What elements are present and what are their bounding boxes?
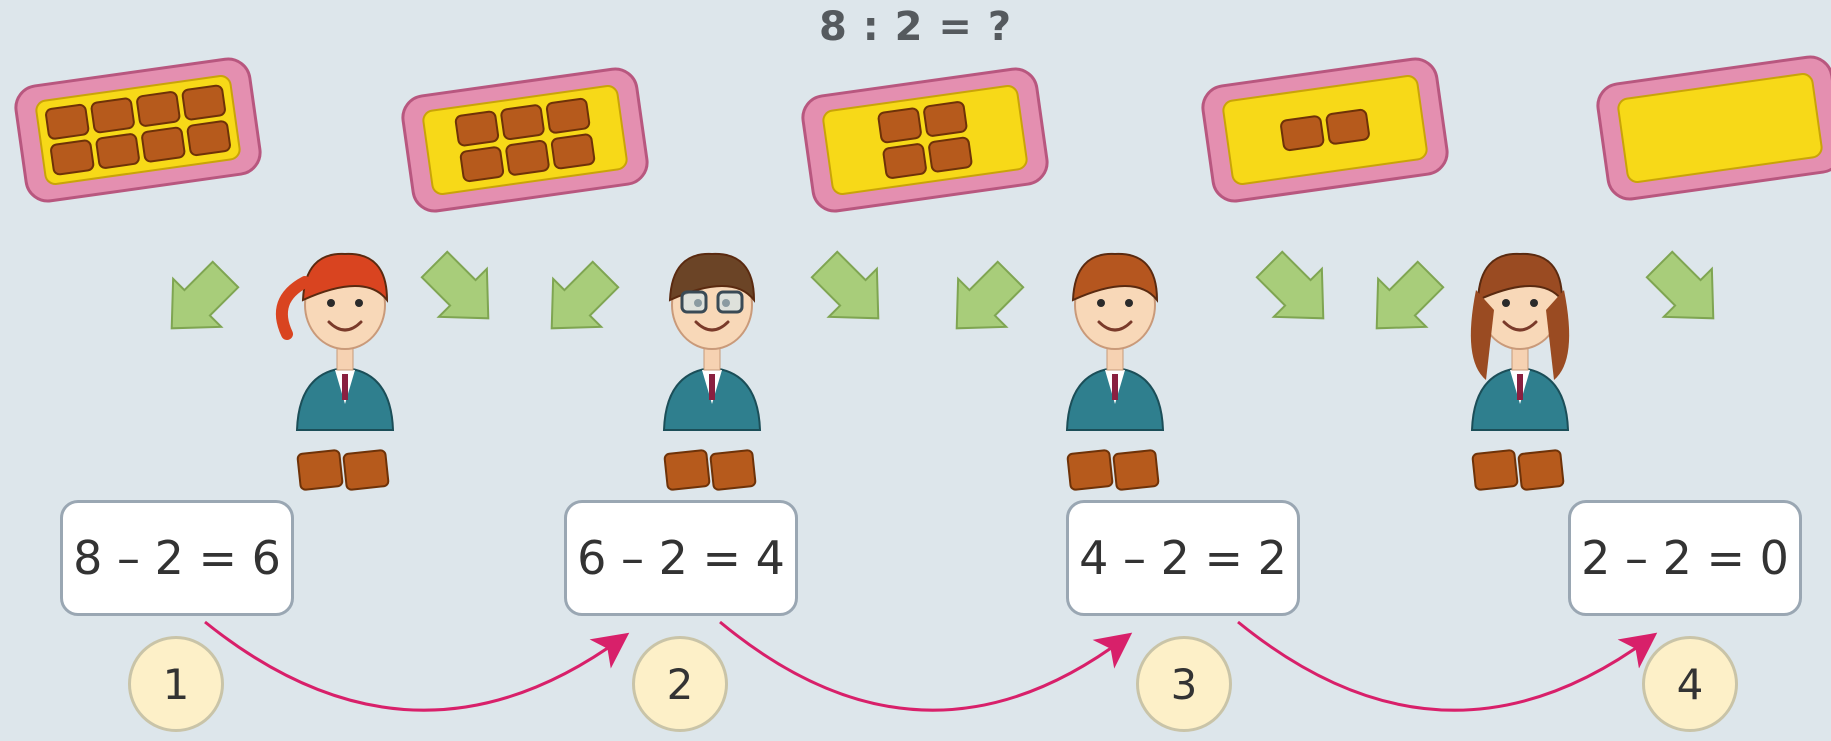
child-chocolates-3 [1066,449,1160,491]
child-girl-brown-hair [1470,252,1570,491]
chocolate-tray-5 [1596,55,1831,201]
flow-arrow-down-7 [1375,260,1445,330]
chocolate-piece [928,136,973,173]
chocolate-piece [877,107,922,144]
flow-arrow-down-1 [170,260,240,330]
child-boy-orange-hair [1065,252,1165,491]
step-curve-3 [1237,620,1658,712]
arrows-group [170,250,1715,330]
child-chocolates-1 [296,449,390,491]
chocolate-piece [454,110,500,147]
step-number-3: 3 [1136,636,1232,732]
child-chocolates-2 [663,449,757,491]
step-number-2: 2 [632,636,728,732]
step-curves-group [204,620,1658,712]
chocolate-piece [181,84,226,121]
equation-box-3: 4 – 2 = 2 [1066,500,1300,616]
chocolate-tray-3 [801,67,1049,213]
chocolate-piece [500,104,545,141]
flow-arrow-up-8 [1645,250,1715,320]
chocolate-piece [550,133,596,170]
chocolate-piece [45,103,90,140]
step-curve-2 [719,620,1133,712]
equation-box-1: 8 – 2 = 6 [60,500,294,616]
chocolate-piece [141,126,186,163]
chocolate-tray-2 [401,67,649,213]
chocolate-piece [459,146,505,183]
chocolate-tray-1 [14,57,262,203]
equation-box-4: 2 – 2 = 0 [1568,500,1802,616]
chocolate-piece [136,91,181,127]
flow-arrow-down-3 [550,260,620,330]
flow-arrow-down-5 [955,260,1025,330]
child-boy-glasses [662,252,762,491]
flow-arrow-up-4 [810,250,880,320]
child-girl-red-ponytail [275,252,395,491]
flow-arrow-up-6 [1255,250,1325,320]
trays-group [14,55,1831,213]
flow-arrow-up-2 [420,250,490,320]
step-number-1: 1 [128,636,224,732]
children-group [275,252,1570,491]
chocolate-piece [505,139,550,176]
chocolate-piece [1280,115,1325,152]
chocolate-piece [95,133,140,169]
child-chocolates-4 [1471,449,1565,491]
chocolate-piece [90,97,135,134]
equation-box-2: 6 – 2 = 4 [564,500,798,616]
chocolate-tray-4 [1201,57,1449,203]
chocolate-piece [545,97,591,134]
chocolate-piece [1325,108,1370,145]
problem-title: 8 : 2 = ? [818,4,1013,50]
chocolate-piece [50,139,95,176]
step-number-4: 4 [1642,636,1738,732]
chocolate-piece [882,143,927,179]
step-curve-1 [204,620,630,712]
chocolate-piece [186,120,231,157]
chocolate-piece [923,101,968,137]
